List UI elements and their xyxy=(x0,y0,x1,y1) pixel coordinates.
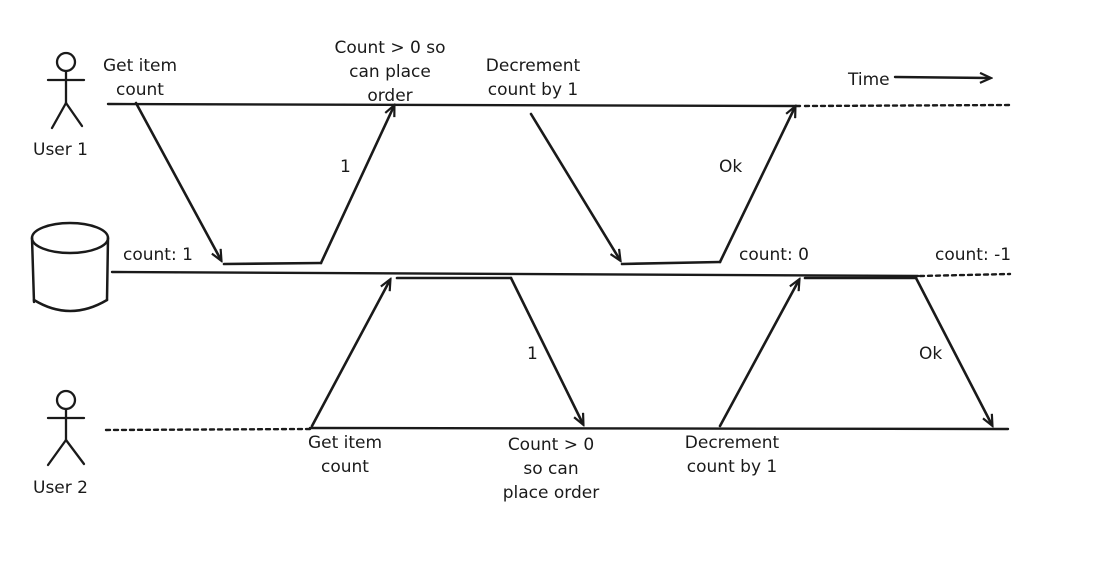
user2-label: User 2 xyxy=(33,478,88,498)
user2-ok-label: Ok xyxy=(919,344,943,364)
user1-ok-label: Ok xyxy=(719,157,743,177)
user2-read-request-arrow xyxy=(310,280,390,428)
time-label: Time xyxy=(848,70,890,90)
user1-check-label: Count > 0 so can place order xyxy=(334,38,446,106)
db-count-after-user2: count: -1 xyxy=(935,245,1012,265)
user1-read-result-label: 1 xyxy=(340,157,351,177)
user1-timeline-future xyxy=(803,103,1012,108)
user1-db-read-segment xyxy=(222,261,323,266)
db-count-after-user1: count: 0 xyxy=(739,245,809,265)
user1-db-write-segment xyxy=(620,260,722,266)
user2-write-response-arrow xyxy=(914,276,992,425)
db-count-initial: count: 1 xyxy=(123,245,193,265)
database-cylinder-icon xyxy=(30,221,110,313)
user2-read-result-label: 1 xyxy=(527,344,538,364)
user1-label: User 1 xyxy=(33,140,88,160)
user1-write-response-arrow xyxy=(718,107,795,264)
user1-timeline xyxy=(106,102,802,108)
user1-get-count-label: Get item count xyxy=(102,56,178,100)
user2-decrement-label: Decrement count by 1 xyxy=(684,433,780,477)
user1-decrement-label: Decrement count by 1 xyxy=(485,56,581,100)
user1-actor-icon xyxy=(46,51,86,130)
user2-get-count-label: Get item count xyxy=(307,433,383,477)
user2-read-response-arrow xyxy=(509,276,583,424)
user1-read-response-arrow xyxy=(319,106,394,265)
user1-read-request-arrow xyxy=(134,101,221,260)
time-arrow xyxy=(893,77,990,78)
user1-write-request-arrow xyxy=(529,112,620,260)
user2-timeline xyxy=(308,426,1010,431)
database-timeline xyxy=(110,270,920,278)
database-timeline-future xyxy=(918,272,1012,278)
user2-write-request-arrow xyxy=(718,280,799,428)
user2-actor-icon xyxy=(46,389,86,467)
user2-timeline-past xyxy=(104,427,312,432)
user2-check-label: Count > 0 so can place order xyxy=(502,435,600,503)
